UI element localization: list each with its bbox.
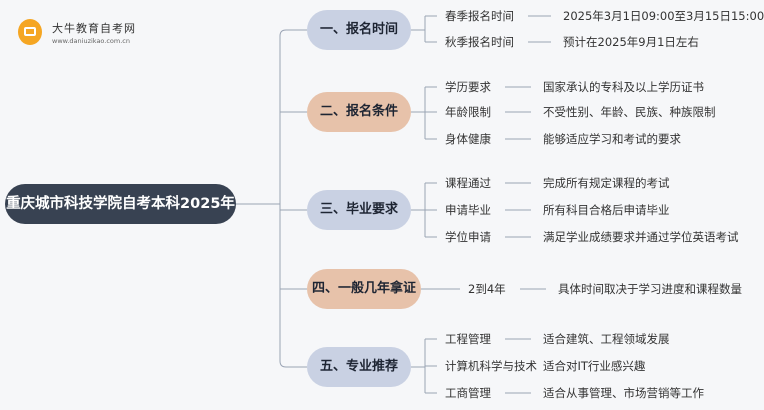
item-label: 学历要求 <box>445 80 491 94</box>
item-label: 工商管理 <box>445 386 491 400</box>
item-detail: 所有科目合格后申请毕业 <box>543 203 670 217</box>
branch-connector <box>279 29 307 37</box>
branch-connector <box>279 360 307 368</box>
item-label: 课程通过 <box>445 176 491 190</box>
item-detail: 完成所有规定课程的考试 <box>543 176 670 190</box>
item-detail: 能够适应学习和考试的要求 <box>543 132 681 146</box>
branch-node: 四、一般几年拿证 <box>307 269 421 309</box>
branch-node: 五、专业推荐 <box>307 347 411 387</box>
branch-node: 二、报名条件 <box>307 92 411 132</box>
root-node: 重庆城市科技学院自考本科2025年 <box>5 184 236 224</box>
logo-name: 大牛教育自考网 <box>52 22 136 35</box>
item-label: 年龄限制 <box>445 105 491 119</box>
book-icon <box>18 19 42 45</box>
branch-node: 一、报名时间 <box>307 10 411 50</box>
item-detail: 适合对IT行业感兴趣 <box>543 359 646 373</box>
item-detail: 具体时间取决于学习进度和课程数量 <box>558 282 742 296</box>
item-label: 学位申请 <box>445 230 491 244</box>
item-label: 2到4年 <box>468 282 506 296</box>
item-detail: 满足学业成绩要求并通过学位英语考试 <box>543 230 739 244</box>
item-detail: 不受性别、年龄、民族、种族限制 <box>543 105 716 119</box>
item-label: 春季报名时间 <box>445 9 514 23</box>
item-detail: 预计在2025年9月1日左右 <box>563 35 699 49</box>
branch-node: 三、毕业要求 <box>307 190 411 230</box>
item-label: 秋季报名时间 <box>445 35 514 49</box>
item-detail: 适合建筑、工程领域发展 <box>543 332 670 346</box>
item-label: 计算机科学与技术 <box>445 359 537 373</box>
item-detail: 2025年3月1日09:00至3月15日15:00 <box>563 9 764 23</box>
logo-url: www.daniuzikao.com.cn <box>52 37 130 45</box>
item-label: 身体健康 <box>445 132 491 146</box>
item-detail: 国家承认的专科及以上学历证书 <box>543 80 704 94</box>
item-label: 工程管理 <box>445 332 491 346</box>
logo: 大牛教育自考网 www.daniuzikao.com.cn <box>14 16 164 50</box>
item-label: 申请毕业 <box>445 203 491 217</box>
item-detail: 适合从事管理、市场营销等工作 <box>543 386 704 400</box>
